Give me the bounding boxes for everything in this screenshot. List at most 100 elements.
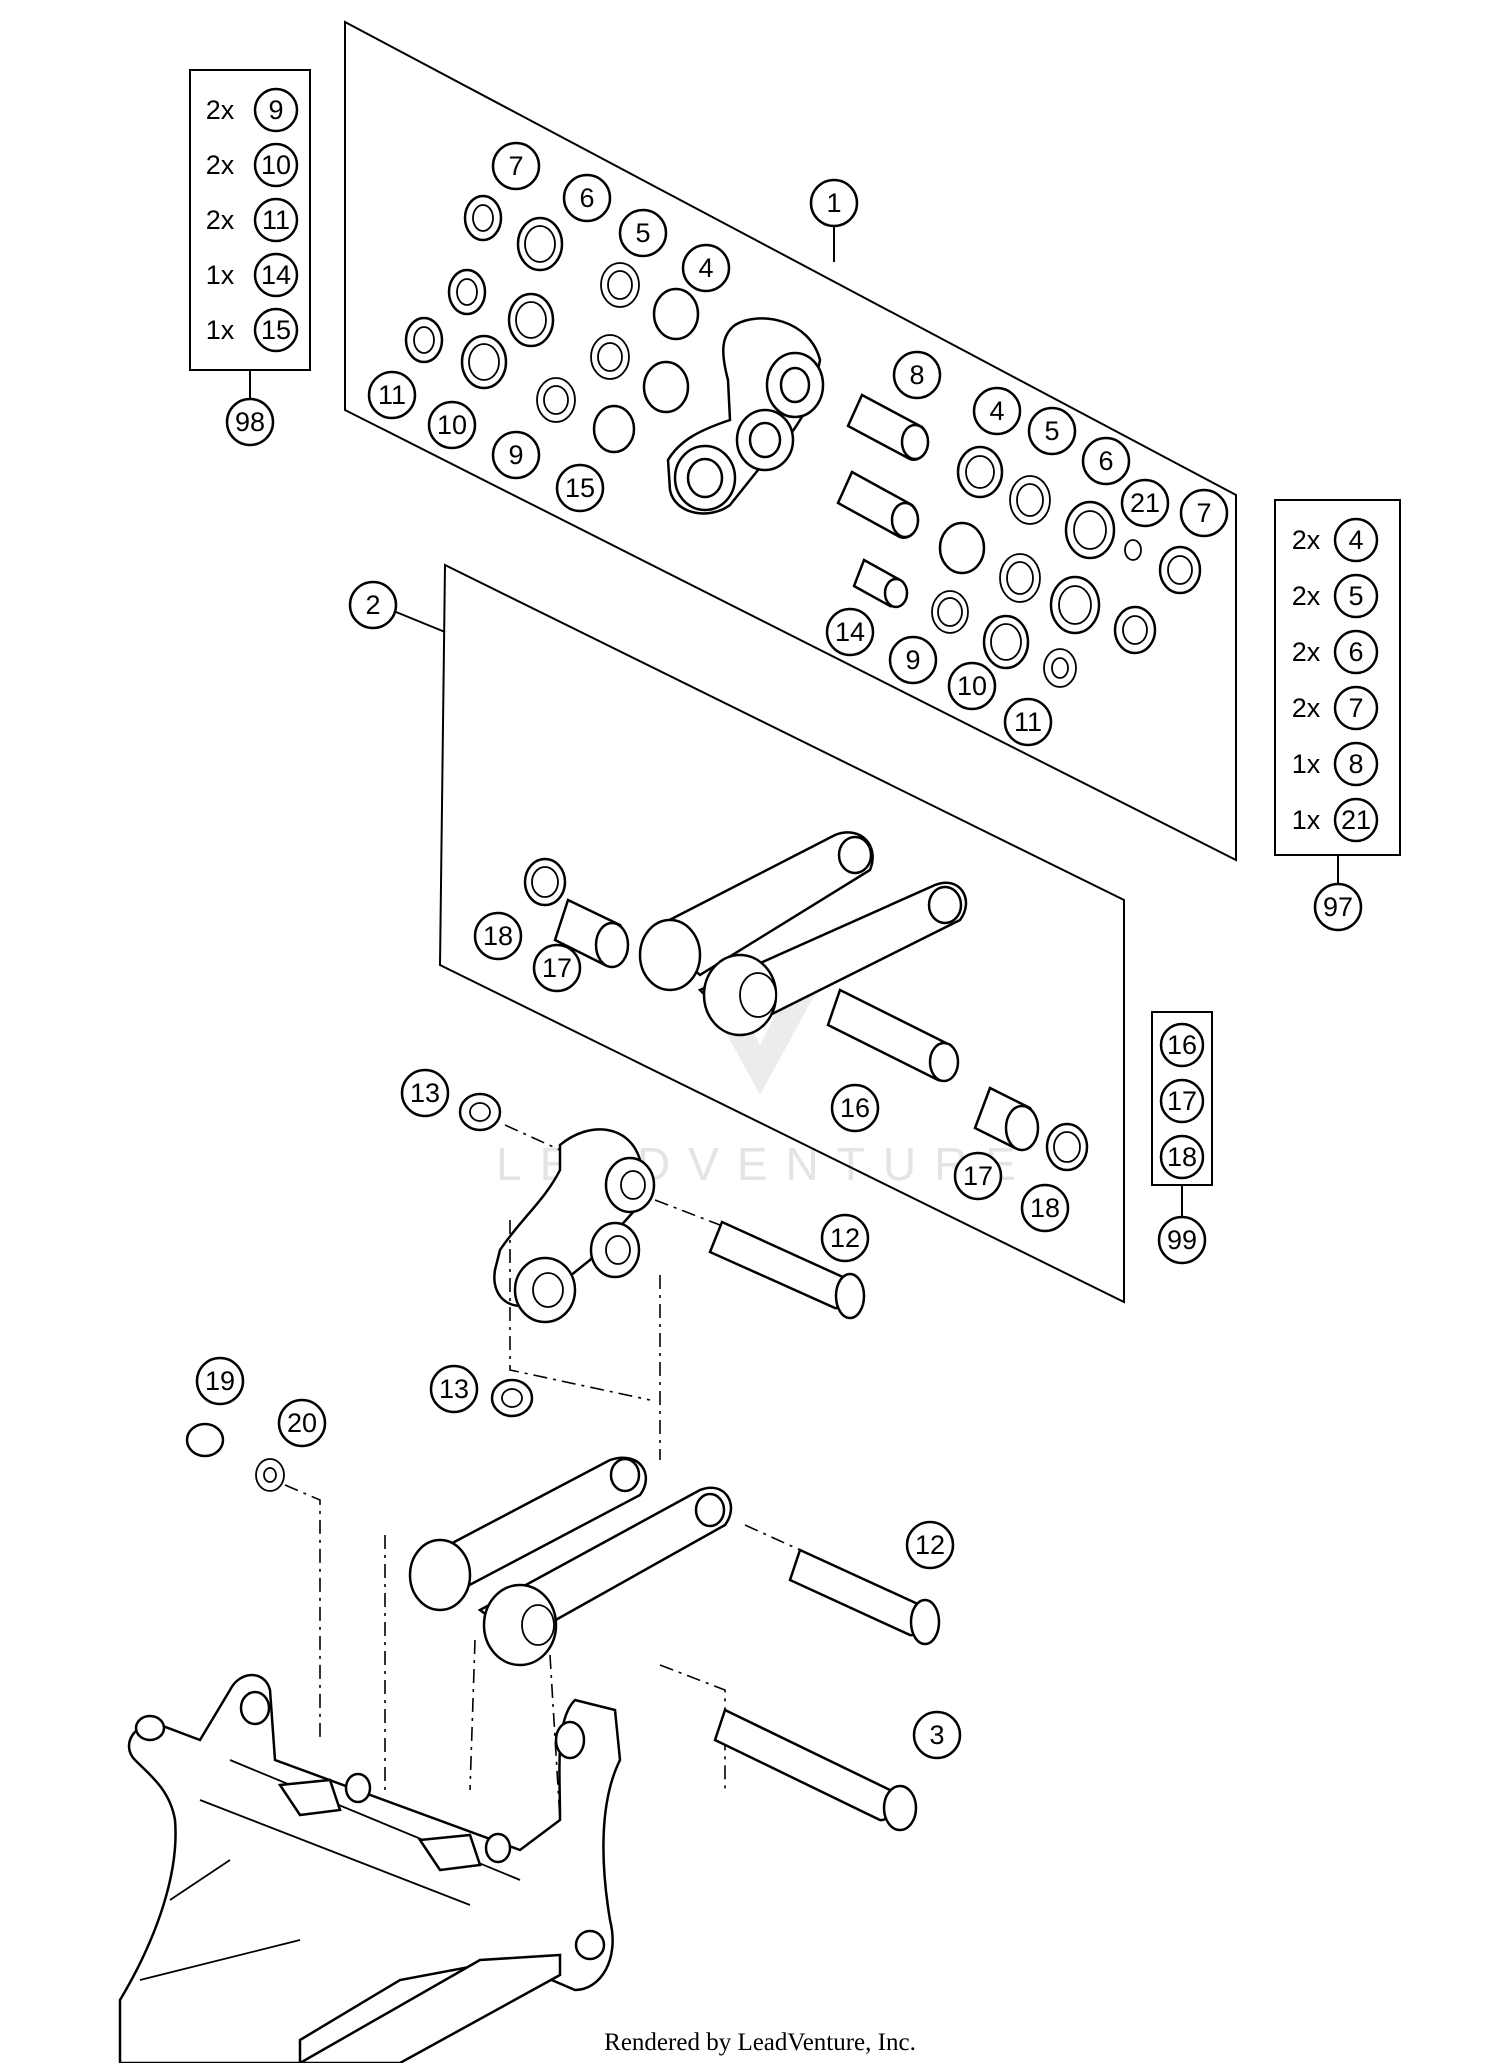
kit-97-qty: 1x bbox=[1292, 749, 1321, 779]
kit-98-part-9: 9 bbox=[253, 87, 299, 133]
callout-3-number: 3 bbox=[929, 1720, 944, 1750]
callout-12-number: 12 bbox=[915, 1530, 945, 1560]
kit-97-qty: 2x bbox=[1292, 525, 1321, 555]
callout-9-number: 9 bbox=[508, 440, 523, 470]
kit-98-part-15: 15 bbox=[253, 307, 299, 353]
pull-link-lower-assembly bbox=[523, 831, 1089, 1172]
kit-97-qty: 2x bbox=[1292, 637, 1321, 667]
kit-98-qty: 1x bbox=[206, 260, 235, 290]
callout-16: 16 bbox=[830, 1083, 880, 1133]
callout-6-number: 6 bbox=[1098, 446, 1113, 476]
callout-18: 18 bbox=[473, 911, 523, 961]
callout-15-number: 15 bbox=[565, 473, 595, 503]
kit-99-part-17-number: 17 bbox=[1167, 1086, 1197, 1116]
callout-10: 10 bbox=[427, 400, 477, 450]
kit-98-part-11: 11 bbox=[253, 197, 299, 243]
callout-7: 7 bbox=[1179, 488, 1229, 538]
callout-17-number: 17 bbox=[542, 953, 572, 983]
callout-21-number: 21 bbox=[1130, 488, 1160, 518]
callout-2: 2 bbox=[348, 580, 398, 630]
kit-99-box bbox=[1151, 1011, 1213, 1216]
kit-97-part-21: 21 bbox=[1333, 797, 1379, 843]
bolt-icon bbox=[713, 1708, 895, 1822]
kit-98-qty: 2x bbox=[206, 205, 235, 235]
callout-18: 18 bbox=[1020, 1183, 1070, 1233]
bushing-sleeve-icon bbox=[836, 393, 930, 609]
bolt-icon bbox=[788, 1548, 925, 1637]
kit-97-part-8-number: 8 bbox=[1348, 749, 1363, 779]
callout-6: 6 bbox=[1081, 436, 1131, 486]
kit-97-label: 97 bbox=[1313, 882, 1363, 932]
kit-99-part-16-number: 16 bbox=[1167, 1030, 1197, 1060]
kit-97-part-5-number: 5 bbox=[1348, 581, 1363, 611]
callout-4-number: 4 bbox=[989, 396, 1004, 426]
kit-98-part-10-number: 10 bbox=[261, 150, 291, 180]
callout-15: 15 bbox=[555, 463, 605, 513]
callout-11: 11 bbox=[1003, 697, 1053, 747]
callout-8-number: 8 bbox=[909, 360, 924, 390]
callout-4: 4 bbox=[681, 243, 731, 293]
footer-credit: Rendered by LeadVenture, Inc. bbox=[604, 2029, 916, 2056]
callout-21: 21 bbox=[1120, 478, 1170, 528]
callout-6: 6 bbox=[562, 173, 612, 223]
kit-98-qty: 2x bbox=[206, 150, 235, 180]
kit-97-label-number: 97 bbox=[1323, 892, 1353, 922]
kit-99-label: 99 bbox=[1157, 1215, 1207, 1265]
callout-18-number: 18 bbox=[483, 921, 513, 951]
callout-7-number: 7 bbox=[1196, 498, 1211, 528]
kit-99-label-number: 99 bbox=[1167, 1225, 1197, 1255]
callout-9: 9 bbox=[888, 635, 938, 685]
kit-98-label: 98 bbox=[225, 397, 275, 447]
callout-7: 7 bbox=[491, 141, 541, 191]
washer-icon bbox=[931, 445, 1202, 688]
kit-99-part-16: 16 bbox=[1159, 1022, 1205, 1068]
callout-14: 14 bbox=[825, 607, 875, 657]
kit-97-part-7: 7 bbox=[1333, 685, 1379, 731]
kit-97-part-5: 5 bbox=[1333, 573, 1379, 619]
callout-4-number: 4 bbox=[698, 253, 713, 283]
callout-1: 1 bbox=[809, 178, 859, 228]
callout-10-number: 10 bbox=[957, 671, 987, 701]
callout-12: 12 bbox=[905, 1520, 955, 1570]
kit-98-label-number: 98 bbox=[235, 407, 265, 437]
linkage-assembled bbox=[185, 1092, 941, 1832]
callout-20-number: 20 bbox=[287, 1408, 317, 1438]
kit-98-part-14-number: 14 bbox=[261, 260, 291, 290]
callout-10-number: 10 bbox=[437, 410, 467, 440]
callout-8: 8 bbox=[892, 350, 942, 400]
callout-13-number: 13 bbox=[410, 1078, 440, 1108]
motorcycle-frame bbox=[118, 1673, 622, 2063]
kit-98-part-11-number: 11 bbox=[262, 205, 290, 235]
kit1-frame bbox=[344, 20, 1237, 862]
callout-19-number: 19 bbox=[205, 1366, 235, 1396]
callout-14-number: 14 bbox=[835, 617, 865, 647]
kit-98-qty: 2x bbox=[206, 95, 235, 125]
callout-11-number: 11 bbox=[378, 380, 406, 410]
kit-98-qty: 1x bbox=[206, 315, 235, 345]
callout-16-number: 16 bbox=[840, 1093, 870, 1123]
kit-97-qty: 2x bbox=[1292, 581, 1321, 611]
kit2-frame bbox=[438, 563, 1125, 1304]
kit-98-part-15-number: 15 bbox=[261, 315, 291, 345]
callout-10: 10 bbox=[947, 661, 997, 711]
bearing-ring-icon bbox=[404, 194, 700, 454]
callout-13: 13 bbox=[429, 1364, 479, 1414]
kit-98-box bbox=[189, 69, 311, 398]
callout-17: 17 bbox=[953, 1151, 1003, 1201]
kit-97-part-6: 6 bbox=[1333, 629, 1379, 675]
kit-99-part-18-number: 18 bbox=[1167, 1142, 1197, 1172]
kit-97-part-6-number: 6 bbox=[1348, 637, 1363, 667]
callout-11: 11 bbox=[367, 370, 417, 420]
callout-1-number: 1 bbox=[826, 188, 841, 218]
callout-6-number: 6 bbox=[579, 183, 594, 213]
kit-97-qty: 2x bbox=[1292, 693, 1321, 723]
kit-97-part-7-number: 7 bbox=[1348, 693, 1363, 723]
kit-97-box bbox=[1274, 499, 1401, 883]
callout-18-number: 18 bbox=[1030, 1193, 1060, 1223]
callout-20: 20 bbox=[277, 1398, 327, 1448]
callout-4: 4 bbox=[972, 386, 1022, 436]
callout-5: 5 bbox=[1027, 406, 1077, 456]
callout-12-number: 12 bbox=[830, 1223, 860, 1253]
callout-7-number: 7 bbox=[508, 151, 523, 181]
kit-97-part-4-number: 4 bbox=[1348, 525, 1363, 555]
